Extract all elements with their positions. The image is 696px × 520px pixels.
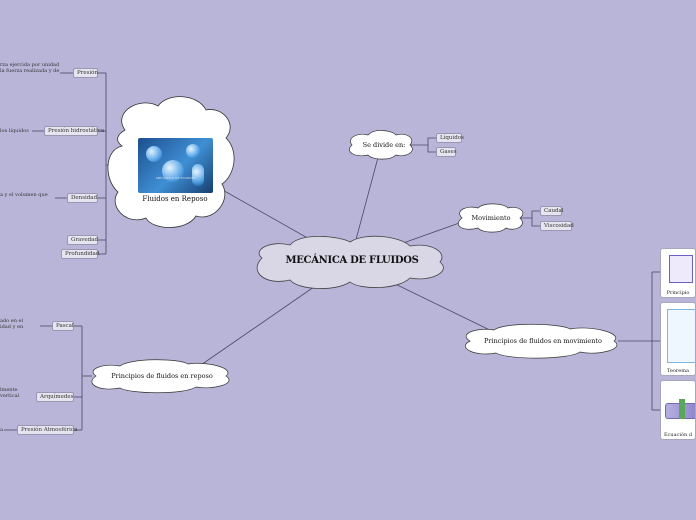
central-node-cloud (256, 235, 444, 289)
tag-presion[interactable]: Presión (73, 68, 98, 78)
card-principio-caption: Principio (666, 290, 690, 296)
tag-caudal[interactable]: Caudal (540, 206, 564, 216)
tag-arquimedes[interactable]: Arquímedes (36, 392, 74, 402)
principle-diagram-icon (669, 255, 693, 283)
water-drop-icon (192, 164, 204, 186)
tag-gravedad[interactable]: Gravedad (67, 235, 98, 245)
note-atmosferica: a (0, 427, 3, 433)
movimiento-label[interactable]: Movimiento (471, 214, 511, 222)
water-drop-icon (186, 144, 200, 158)
tag-densidad[interactable]: Densidad (67, 193, 98, 203)
note-presion-1: rza ejercida por unidad (0, 62, 60, 68)
note-pascal-1: ado en el (0, 318, 24, 324)
card-principio[interactable]: Principio (660, 248, 696, 298)
se-divide-cloud (349, 130, 413, 160)
principios-movimiento-label[interactable]: Principios de fluidos en movimiento (484, 337, 602, 345)
tag-presion-atmosferica[interactable]: Presión Atmosférica (17, 425, 77, 435)
principios-movimiento-cloud (464, 323, 618, 359)
tag-profundidad[interactable]: Profundidad (61, 249, 99, 259)
card-ecuacion-caption: Ecuación d (663, 432, 693, 438)
note-arquimedes-1: lmente (0, 387, 18, 393)
water-drop-icon (146, 146, 162, 162)
tag-presion-hidrostatica[interactable]: Presión hidrostática (44, 126, 104, 136)
theorem-diagram-icon (667, 309, 695, 363)
tag-gases[interactable]: Gases (436, 147, 457, 157)
note-hidrostatica: los líquidos (0, 128, 29, 134)
water-drop-icon (162, 160, 184, 182)
tag-viscosidad[interactable]: Viscosidad (540, 221, 574, 231)
principios-reposo-cloud (91, 359, 230, 394)
central-node-label[interactable]: MECÁNICA DE FLUIDOS (285, 255, 419, 266)
note-densidad: a y el volumen que (0, 192, 48, 198)
tag-liquidos[interactable]: Líquidos (436, 133, 464, 143)
principios-reposo-label[interactable]: Principios de fluidos en reposo (111, 372, 213, 380)
note-presion-2: la fuerza realizada y de (0, 68, 60, 74)
note-arquimedes-2: vertical (0, 393, 20, 399)
se-divide-label[interactable]: Se divide en: (362, 141, 406, 149)
card-teorema-caption: Teorema (667, 368, 689, 374)
card-teorema[interactable]: Teorema (660, 302, 696, 376)
image-caption: MECÁNICA DE FLUIDOS (155, 176, 196, 180)
note-pascal-2: idad y en (0, 324, 24, 330)
movimiento-cloud (457, 203, 524, 233)
green-marker-icon (679, 399, 685, 419)
card-ecuacion[interactable]: Ecuación d (660, 380, 696, 440)
fluidos-reposo-label[interactable]: Fluidos en Reposo (142, 195, 208, 203)
fluidos-reposo-image: MECÁNICA DE FLUIDOS (138, 138, 213, 193)
tag-pascal[interactable]: Pascal (52, 321, 74, 331)
